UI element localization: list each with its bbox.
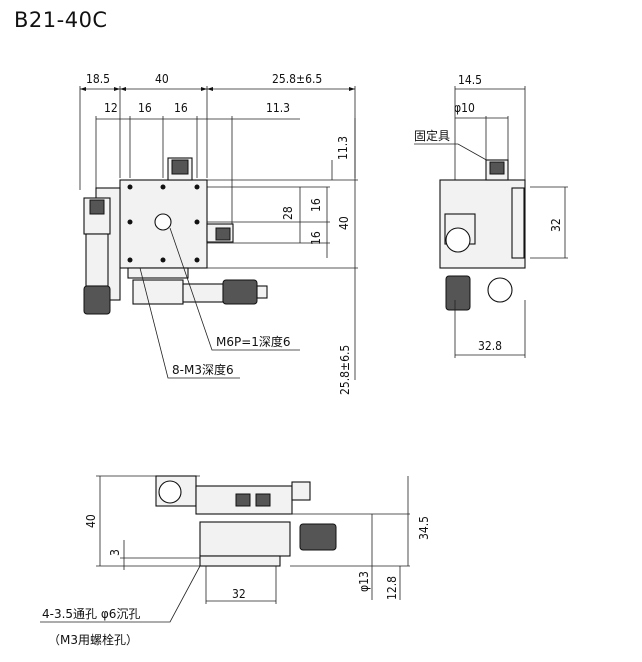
dim-phi10: φ10 — [454, 101, 475, 115]
mount-holes — [127, 184, 200, 263]
dim-34-5: 34.5 — [417, 516, 431, 540]
dim-18-5: 18.5 — [86, 72, 110, 86]
note-m3: 8-M3深度6 — [172, 362, 234, 377]
dim-14-5: 14.5 — [458, 73, 482, 87]
dim-11-3-v: 11.3 — [336, 136, 350, 160]
dim-28: 28 — [281, 206, 295, 220]
side-view: 14.5 φ10 固定具 32 32.8 — [414, 73, 568, 358]
dim-40-top: 40 — [155, 72, 169, 86]
top-view: 18.5 40 25.8±6.5 12 16 16 11.3 11.3 28 1… — [79, 72, 358, 395]
model-title: B21-40C — [14, 8, 108, 32]
note-fixture: 固定具 — [414, 128, 450, 143]
dim-32-front: 32 — [232, 587, 246, 601]
dim-16b: 16 — [174, 101, 188, 115]
dim-16-v1: 16 — [309, 198, 323, 212]
dim-25-8-pm: 25.8±6.5 — [272, 72, 322, 86]
dim-25-8-pm-v: 25.8±6.5 — [338, 345, 352, 395]
dim-40-right: 40 — [337, 216, 351, 230]
note-holes-sub: （M3用螺栓孔） — [48, 632, 138, 647]
dim-11-3-h: 11.3 — [266, 101, 290, 115]
dim-40-front: 40 — [84, 514, 98, 528]
dim-16-v2: 16 — [309, 231, 323, 245]
note-holes: 4-3.5通孔 φ6沉孔 — [42, 607, 140, 621]
dim-12-8: 12.8 — [385, 576, 399, 600]
front-view: 40 3 34.5 φ13 12.8 32 4-3.5通孔 φ6沉孔 （M3用螺… — [40, 475, 431, 647]
dim-12: 12 — [104, 101, 118, 115]
dim-16a: 16 — [138, 101, 152, 115]
dim-3: 3 — [108, 549, 122, 556]
dim-32-side: 32 — [549, 218, 563, 232]
dim-32-8: 32.8 — [478, 339, 502, 353]
dim-phi13: φ13 — [357, 571, 371, 592]
note-m6: M6P=1深度6 — [216, 334, 291, 349]
